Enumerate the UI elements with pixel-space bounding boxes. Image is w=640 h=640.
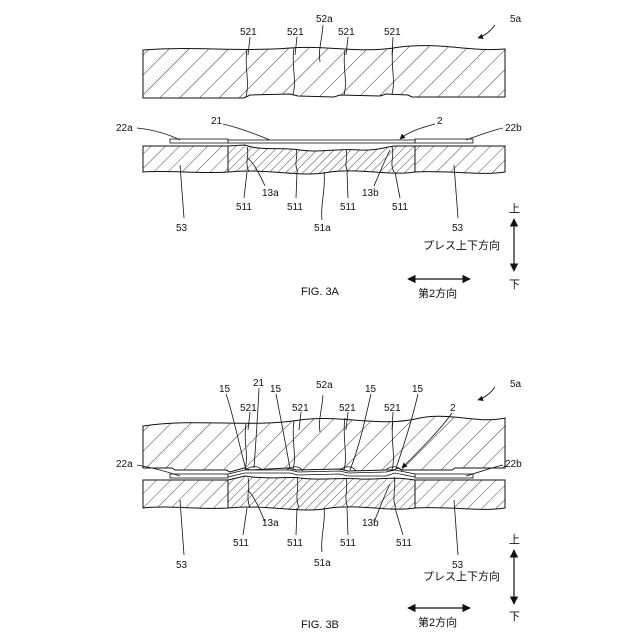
label-second-direction: 第2方向 <box>418 615 457 629</box>
label-511: 511 <box>236 202 252 213</box>
pad-22b <box>415 474 473 478</box>
label-53: 53 <box>452 223 464 234</box>
label-51a: 51a <box>314 558 331 569</box>
support-53-right <box>415 146 505 173</box>
label-521: 521 <box>287 27 304 38</box>
lower-die-51a <box>228 145 415 174</box>
plate-film-21 <box>228 140 415 143</box>
label-521: 521 <box>292 403 309 414</box>
label-521: 521 <box>338 27 355 38</box>
label-511: 511 <box>287 538 303 549</box>
label-13b: 13b <box>362 188 379 199</box>
label-press-direction: プレス上下方向 <box>423 238 500 252</box>
lower-die-51a <box>228 476 415 510</box>
label-521: 521 <box>384 403 401 414</box>
label-51a: 51a <box>314 223 331 234</box>
label-521: 521 <box>339 403 356 414</box>
label-second-direction: 第2方向 <box>418 286 457 300</box>
label-2: 2 <box>437 116 443 127</box>
label-22b: 22b <box>505 459 522 470</box>
support-53-left <box>143 480 228 508</box>
label-5a: 5a <box>510 379 522 390</box>
label-521: 521 <box>240 27 257 38</box>
label-13b: 13b <box>362 518 379 529</box>
label-511: 511 <box>287 202 303 213</box>
label-511: 511 <box>233 538 249 549</box>
label-511: 511 <box>340 202 356 213</box>
label-15: 15 <box>365 384 377 395</box>
label-5a: 5a <box>510 14 522 25</box>
plate-film-21 <box>228 470 415 477</box>
label-52a: 52a <box>316 14 333 25</box>
label-2: 2 <box>450 403 456 414</box>
label-511: 511 <box>396 538 412 549</box>
label-down: 下 <box>509 279 520 291</box>
figure-caption: FIG. 3B <box>301 619 339 631</box>
label-52a: 52a <box>316 380 333 391</box>
label-521: 521 <box>240 403 257 414</box>
label-53: 53 <box>452 560 464 571</box>
label-13a: 13a <box>262 188 279 199</box>
pad-22a <box>170 474 228 478</box>
label-15: 15 <box>412 384 424 395</box>
upper-die-52a <box>143 46 505 98</box>
label-22a: 22a <box>116 459 133 470</box>
label-15: 15 <box>219 384 231 395</box>
label-press-direction: プレス上下方向 <box>423 569 500 583</box>
label-53: 53 <box>176 560 188 571</box>
label-13a: 13a <box>262 518 279 529</box>
label-up: 上 <box>509 533 520 546</box>
label-511: 511 <box>392 202 408 213</box>
support-53-right <box>415 480 505 509</box>
label-down: 下 <box>509 611 520 623</box>
figure-3b: 5a 52a 15 21 15 15 15 521 521 521 521 2 … <box>116 378 522 631</box>
label-53: 53 <box>176 223 188 234</box>
label-511: 511 <box>340 538 356 549</box>
label-15: 15 <box>270 384 282 395</box>
label-21: 21 <box>211 116 223 127</box>
figure-caption: FIG. 3A <box>301 286 340 298</box>
label-22a: 22a <box>116 123 133 134</box>
label-21: 21 <box>253 378 265 389</box>
label-up: 上 <box>509 202 520 215</box>
pad-22b <box>415 139 473 143</box>
label-22b: 22b <box>505 123 522 134</box>
figure-3a: 5a 52a 521 521 521 521 22a 21 2 22b 13a … <box>116 14 522 300</box>
upper-die-52a <box>143 416 505 472</box>
support-53-left <box>143 146 228 173</box>
label-521: 521 <box>384 27 401 38</box>
